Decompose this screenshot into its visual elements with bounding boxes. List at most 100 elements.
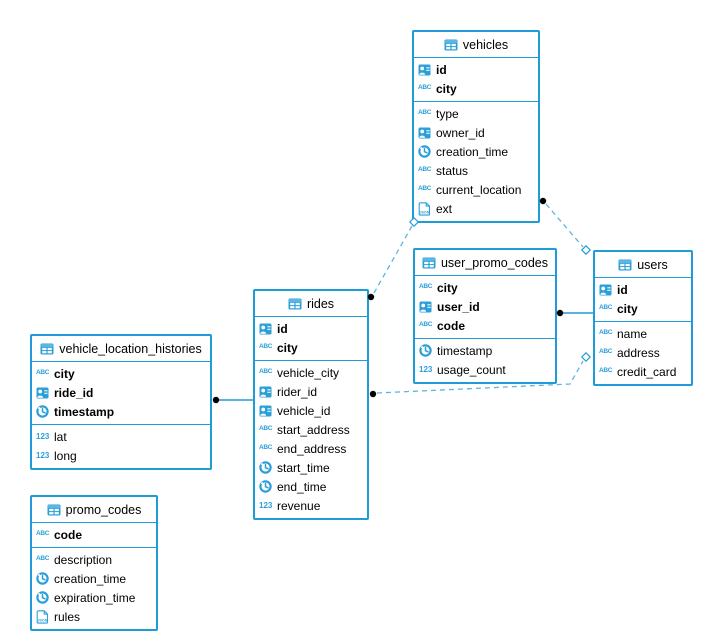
column-name-label: city (54, 366, 75, 381)
column-row[interactable]: vehicle_id (255, 401, 367, 420)
abc-icon: ABC (418, 109, 432, 117)
column-type-icon-slot (36, 387, 54, 399)
column-name-label: address (617, 345, 660, 360)
column-type-icon-slot: 123 (419, 365, 437, 374)
person-id-icon (418, 64, 431, 76)
table-header[interactable]: users (595, 252, 691, 278)
column-name-label: description (54, 552, 113, 567)
column-row[interactable]: expiration_time (32, 588, 156, 607)
primary-key-column-row[interactable]: user_id (415, 297, 555, 316)
column-type-icon-slot (418, 64, 436, 76)
column-row[interactable]: ABC status (414, 161, 538, 180)
column-name-label: timestamp (437, 343, 493, 358)
table-header[interactable]: rides (255, 291, 367, 317)
relation-user_promo_codes-to-users[interactable] (556, 309, 593, 317)
column-row[interactable]: timestamp (415, 341, 555, 360)
table-header[interactable]: vehicle_location_histories (32, 336, 210, 362)
relation-vehicle_location_histories-to-rides[interactable] (212, 396, 253, 404)
column-type-icon-slot (259, 323, 277, 335)
column-row[interactable]: creation_time (414, 142, 538, 161)
column-name-label: credit_card (617, 364, 677, 379)
column-name-label: creation_time (54, 571, 127, 586)
number-icon: 123 (36, 431, 50, 441)
column-name-label: owner_id (436, 125, 485, 140)
column-type-icon-slot (259, 461, 277, 474)
column-name-label: vehicle_city (277, 365, 340, 380)
column-name-label: status (436, 163, 469, 178)
table-name-label: user_promo_codes (440, 255, 548, 270)
number-icon: 123 (259, 500, 273, 510)
column-type-icon-slot (418, 127, 436, 139)
json-icon: JSON (36, 609, 49, 624)
table-name-label: users (637, 257, 668, 272)
column-row[interactable]: start_time (255, 458, 367, 477)
abc-icon: ABC (599, 329, 613, 337)
column-name-label: city (437, 280, 458, 295)
primary-key-column-row[interactable]: ABC city (415, 278, 555, 297)
table-header[interactable]: promo_codes (32, 497, 156, 523)
abc-icon: ABC (418, 166, 432, 174)
column-row[interactable]: creation_time (32, 569, 156, 588)
column-row[interactable]: owner_id (414, 123, 538, 142)
abc-icon: ABC (259, 343, 273, 351)
table-icon (47, 504, 61, 516)
column-type-icon-slot: ABC (418, 186, 436, 193)
column-type-icon-slot: ABC (36, 531, 54, 538)
table-header[interactable]: vehicles (414, 32, 538, 58)
column-name-label: usage_count (437, 362, 506, 377)
column-type-icon-slot: ABC (259, 369, 277, 376)
abc-icon: ABC (418, 185, 432, 193)
table-header[interactable]: user_promo_codes (415, 250, 555, 276)
abc-icon: ABC (419, 283, 433, 291)
relation-dot-endpoint (539, 197, 547, 205)
primary-key-column-row[interactable]: id (414, 60, 538, 79)
column-type-icon-slot: ABC (418, 85, 436, 92)
clock-icon (259, 461, 272, 474)
column-name-label: ext (436, 201, 453, 216)
primary-key-column-row[interactable]: timestamp (32, 402, 210, 421)
table-name-label: vehicles (462, 37, 509, 52)
column-type-icon-slot: ABC (599, 330, 617, 337)
person-id-icon (259, 405, 272, 417)
primary-key-column-row[interactable]: ride_id (32, 383, 210, 402)
relation-rides-to-vehicles[interactable] (367, 216, 420, 301)
primary-key-column-row[interactable]: id (255, 319, 367, 338)
primary-key-column-row[interactable]: id (595, 280, 691, 299)
column-row[interactable]: end_time (255, 477, 367, 496)
column-type-icon-slot: ABC (599, 349, 617, 356)
relation-vehicles-to-users[interactable] (539, 197, 592, 256)
column-row[interactable]: rider_id (255, 382, 367, 401)
